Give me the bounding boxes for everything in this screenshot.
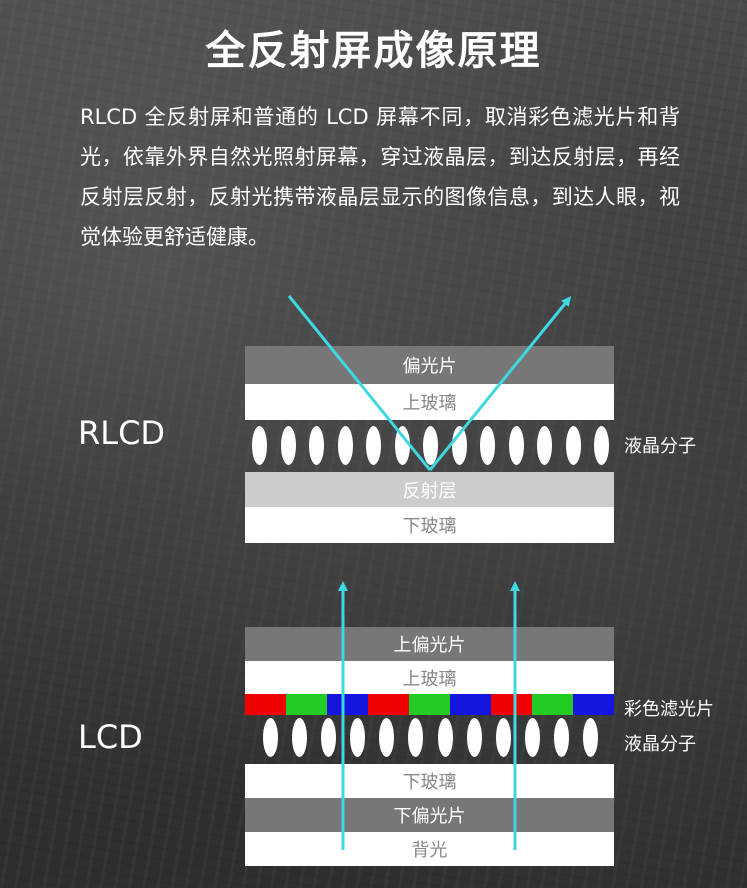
color-filter-segment: [573, 694, 614, 715]
rlcd-liquid-crystal-molecule: [537, 426, 552, 465]
lcd-liquid-crystal-molecule: [292, 718, 308, 757]
rlcd-liquid-crystal-molecule: [594, 426, 609, 465]
lcd-liquid-crystal-molecule: [553, 718, 569, 757]
rlcd-liquid-crystal-molecule: [366, 426, 381, 465]
rlcd-upper-glass-layer: 上玻璃: [245, 384, 614, 420]
lcd-liquid-crystal-molecule: [583, 718, 598, 757]
color-filter-label: 彩色滤光片: [624, 699, 714, 720]
lcd-backlight-layer: 背光: [245, 832, 614, 866]
lcd-upper-polarizer-layer: 上偏光片: [245, 627, 614, 661]
rlcd-liquid-crystal-molecule: [565, 426, 581, 465]
rlcd-label: RLCD: [78, 414, 166, 452]
page-title: 全反射屏成像原理: [205, 28, 542, 74]
color-filter-segment: [491, 694, 532, 715]
incident-light-ray: [287, 295, 432, 471]
color-filter-strip: [245, 694, 614, 715]
lcd-liquid-crystal-molecule: [495, 718, 511, 757]
color-filter-segment: [327, 694, 368, 715]
lcd-lower-glass-layer: 下玻璃: [245, 764, 614, 798]
rlcd-liquid-crystal-molecule: [394, 426, 410, 465]
rlcd-liquid-crystal-molecule: [337, 426, 353, 465]
color-filter-segment: [450, 694, 491, 715]
lcd-liquid-crystal-molecule: [408, 718, 424, 757]
reflected-light-ray: [428, 296, 572, 471]
rlcd-polarizer-layer: 偏光片: [245, 346, 614, 384]
rlcd-lower-glass-layer: 下玻璃: [245, 507, 614, 543]
lcd-liquid-crystal-molecule: [379, 718, 395, 757]
rlcd-liquid-crystal-molecule: [280, 426, 296, 465]
lcd-liquid-crystal-label: 液晶分子: [624, 734, 696, 755]
lcd-lower-polarizer-layer: 下偏光片: [245, 798, 614, 832]
rlcd-liquid-crystal-molecule: [423, 426, 438, 465]
rlcd-liquid-crystal-molecule: [252, 426, 267, 465]
rlcd-liquid-crystal-molecule: [508, 426, 524, 465]
color-filter-segment: [409, 694, 450, 715]
lcd-liquid-crystal-molecule: [466, 718, 482, 757]
rlcd-liquid-crystal-molecule: [451, 426, 467, 465]
lcd-label: LCD: [78, 718, 143, 756]
rlcd-liquid-crystal-molecule: [480, 426, 495, 465]
rlcd-liquid-crystal-label: 液晶分子: [624, 436, 696, 457]
color-filter-segment: [368, 694, 409, 715]
lcd-liquid-crystal-molecule: [321, 718, 337, 757]
rlcd-reflective-layer: 反射层: [245, 472, 614, 507]
rlcd-liquid-crystal-molecule: [309, 426, 324, 465]
lcd-liquid-crystal-molecule: [524, 718, 540, 757]
lcd-liquid-crystal-molecule: [263, 718, 278, 757]
lcd-liquid-crystal-molecule: [350, 718, 366, 757]
description-text: RLCD 全反射屏和普通的 LCD 屏幕不同，取消彩色滤光片和背光，依靠外界自然…: [80, 105, 680, 249]
lcd-liquid-crystal-molecule: [437, 718, 453, 757]
color-filter-segment: [532, 694, 573, 715]
color-filter-segment: [245, 694, 286, 715]
color-filter-segment: [286, 694, 327, 715]
lcd-upper-glass-layer: 上玻璃: [245, 661, 614, 694]
